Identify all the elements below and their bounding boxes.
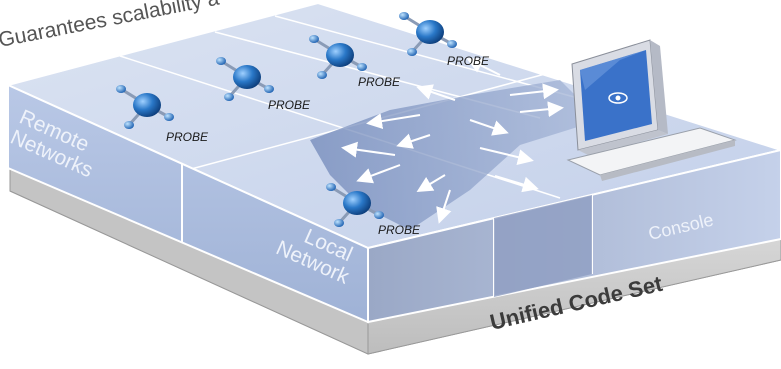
arrow <box>416 84 456 101</box>
probe-label: PROBE <box>268 98 311 112</box>
flow-arrows <box>341 58 564 224</box>
arrow <box>436 189 452 224</box>
arrow <box>341 141 396 158</box>
arrow <box>519 101 564 118</box>
probe-label: PROBE <box>358 75 401 89</box>
arrow <box>366 113 421 130</box>
arrow <box>469 119 509 136</box>
arrow <box>356 164 401 184</box>
console-computer-icon <box>566 39 737 181</box>
probe-label: PROBE <box>166 130 209 144</box>
arrow <box>416 174 446 193</box>
arrow <box>466 58 501 76</box>
probe-label: PROBE <box>378 223 421 237</box>
arrow <box>494 175 539 193</box>
arrow <box>396 133 431 149</box>
arrow <box>509 83 559 100</box>
eye-icon <box>608 92 628 104</box>
probe-label: PROBE <box>447 54 490 68</box>
arrow <box>479 147 534 165</box>
